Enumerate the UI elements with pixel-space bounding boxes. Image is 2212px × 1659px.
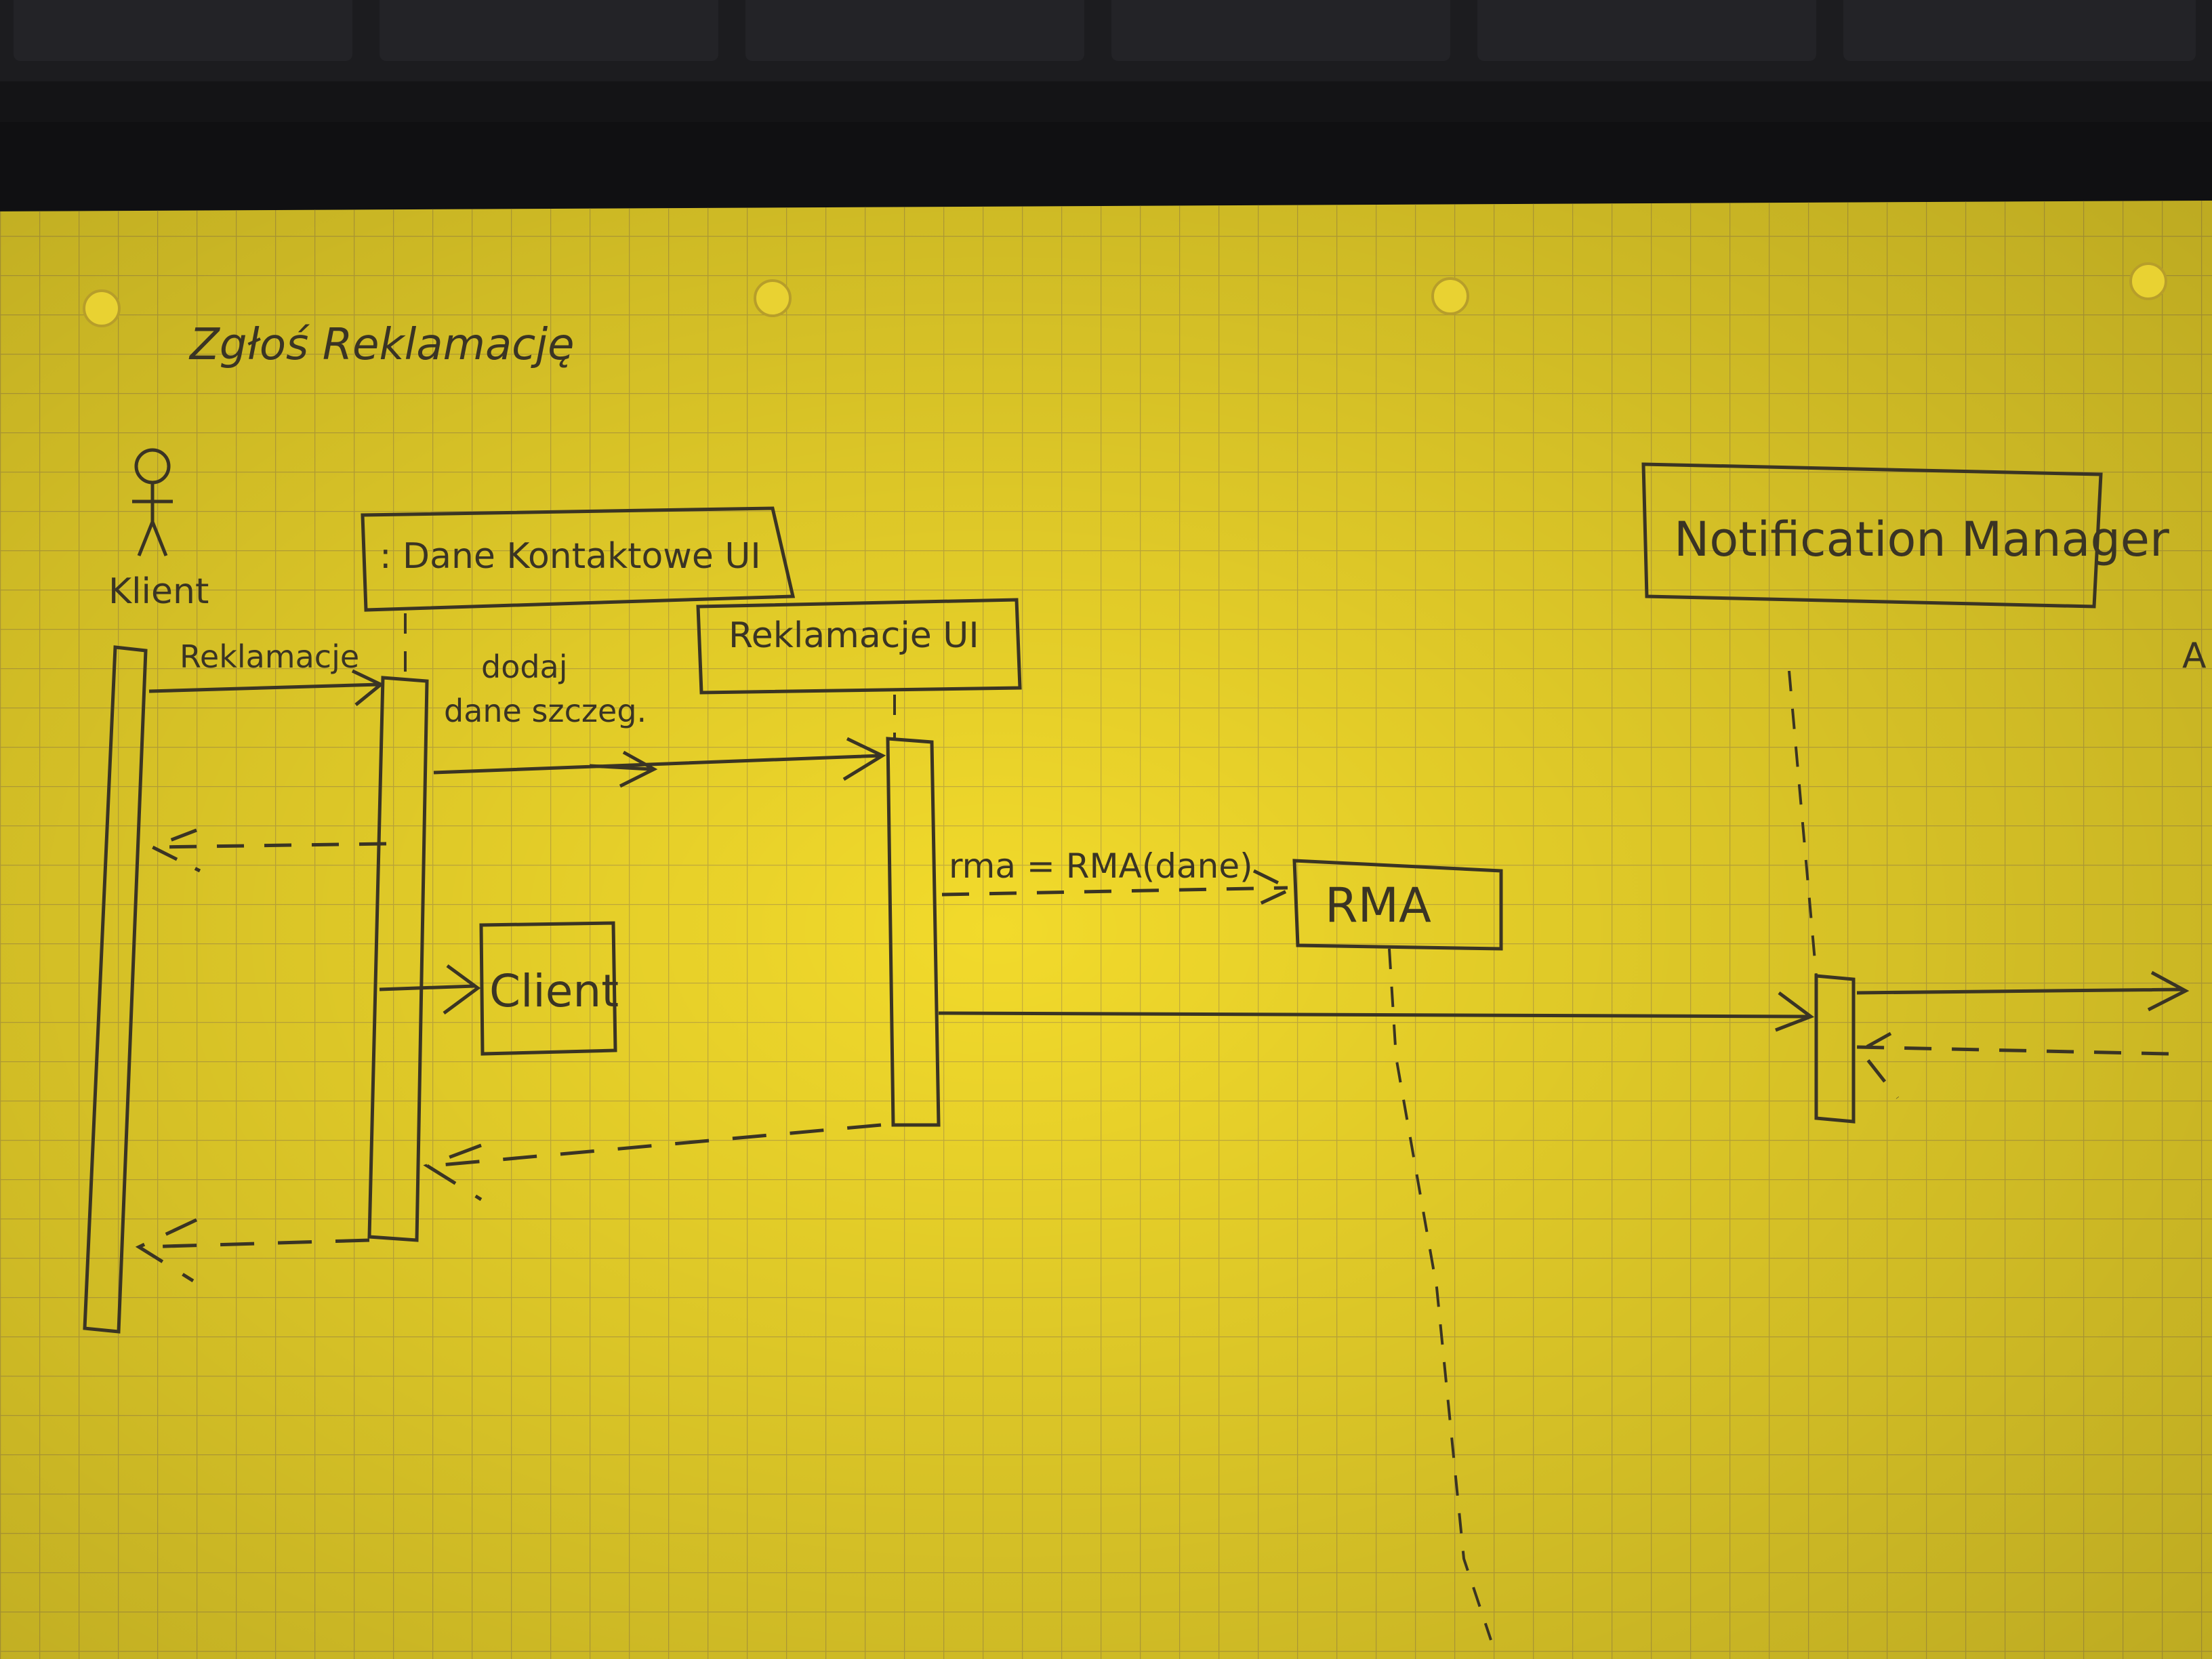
- keyboard-background: [0, 0, 2212, 217]
- message-label-dodaj-2: dane szczeg.: [444, 693, 647, 729]
- lifeline-label-dane-ui: : Dane Kontaktowe UI: [380, 536, 761, 577]
- lifeline-box-rma: RMA: [1292, 859, 1503, 951]
- lifeline-label-client: Client: [489, 965, 619, 1017]
- message-label-rma-create: rma = RMA(dane): [949, 846, 1253, 886]
- lifeline-label-rma: RMA: [1325, 878, 1431, 933]
- lifeline-dashes: [404, 613, 1818, 1641]
- arrow-out-right: [1856, 970, 2190, 1012]
- arrow-create-rma: [941, 869, 1295, 910]
- arrow-dodaj: [433, 737, 886, 788]
- message-label-reklamacje: Reklamacje: [180, 638, 359, 675]
- actor-stick-figure-icon: [132, 448, 173, 556]
- arrow-return-reklamacje: [423, 1123, 882, 1202]
- lifeline-box-dane-ui: : Dane Kontaktowe UI: [361, 506, 796, 612]
- lifeline-box-notification-manager: Notification Manager: [1641, 462, 2169, 609]
- grid-paper: [0, 201, 2212, 1659]
- actor-label: Klient: [108, 571, 209, 612]
- activation-bar-dane-ui: [367, 676, 429, 1242]
- message-arrows: [135, 669, 2190, 1283]
- binder-holes: [83, 262, 2167, 327]
- arrow-reklamacje: [148, 669, 384, 706]
- activation-bar-reklamacje-ui: [886, 737, 941, 1127]
- arrow-notify: [938, 991, 1815, 1032]
- activation-bar-actor: [83, 645, 148, 1334]
- lifeline-label-reklamacje-ui: Reklamacje UI: [729, 615, 979, 656]
- message-label-dodaj-1: dodaj: [481, 649, 568, 685]
- arrow-return-to-actor: [135, 1218, 370, 1283]
- lifeline-box-reklamacje-ui: Reklamacje UI: [696, 598, 1022, 695]
- activation-bars: [83, 645, 1856, 1334]
- lifeline-label-notification-manager: Notification Manager: [1674, 512, 2169, 567]
- arrow-create-client: [379, 964, 481, 1015]
- activation-bar-notification: [1814, 974, 1856, 1124]
- diagram-title: Zgłoś Reklamację: [188, 320, 575, 370]
- edge-fragment-letter: A: [2182, 636, 2207, 676]
- arrow-return-notification: [1856, 1031, 2169, 1099]
- arrow-return-dane-to-actor: [148, 828, 387, 873]
- lifeline-box-client: Client: [479, 921, 619, 1056]
